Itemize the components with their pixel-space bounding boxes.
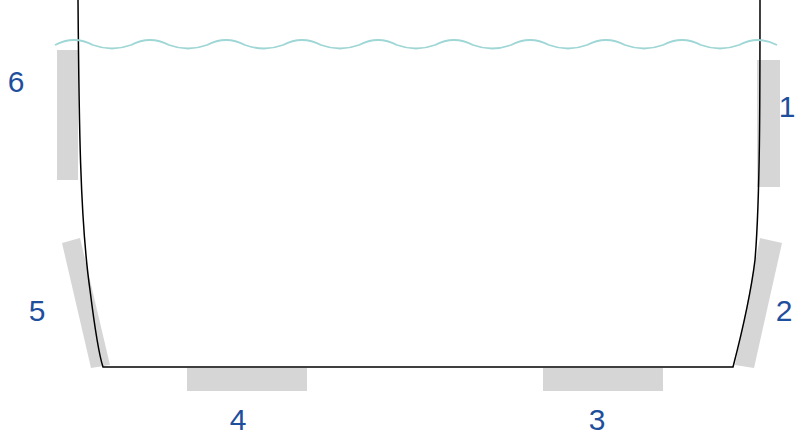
callout-number: 4 [230, 405, 247, 435]
patch [57, 50, 78, 180]
patch [543, 368, 663, 391]
callout-number: 1 [779, 92, 796, 122]
hull-outline [78, 0, 760, 367]
waterline [55, 40, 777, 49]
sensor-patches [57, 50, 782, 391]
callout-number: 5 [29, 296, 46, 326]
callout-number: 2 [776, 296, 793, 326]
callout-number: 3 [589, 405, 606, 435]
patch [735, 238, 782, 368]
callout-number: 6 [8, 67, 25, 97]
patch [187, 368, 307, 391]
